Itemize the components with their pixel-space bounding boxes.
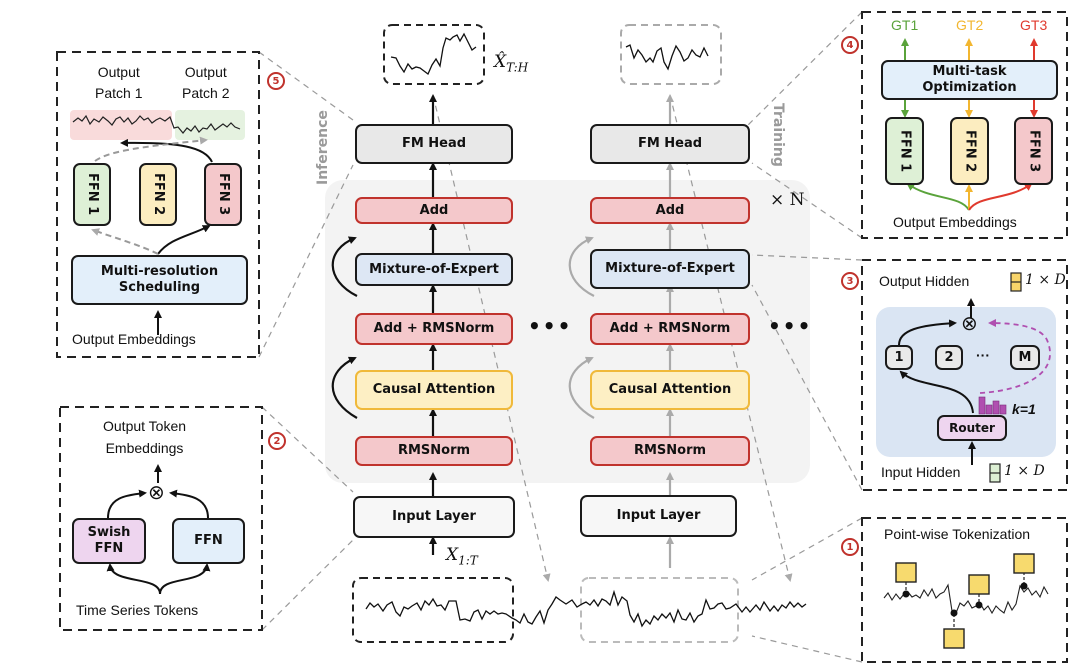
panel4-badge: 4 [841, 36, 859, 54]
multi-resolution-scheduling[interactable]: Multi-resolution Scheduling [71, 255, 248, 305]
inference-moe[interactable]: Mixture-of-Expert [355, 253, 513, 286]
training-causal-attention[interactable]: Causal Attention [590, 370, 750, 410]
gt1-label: GT1 [891, 17, 919, 33]
training-rmsnorm[interactable]: RMSNorm [590, 436, 750, 466]
inference-input-layer[interactable]: Input Layer [353, 496, 515, 538]
expert-m[interactable]: M [1010, 345, 1040, 370]
token-square [943, 628, 965, 649]
panel5-frame [56, 51, 260, 358]
patch-series [72, 114, 241, 134]
inference-label: Inference [315, 110, 331, 185]
output-hidden-dim: 1 × D [1025, 272, 1066, 288]
panel2-title: Output Token Embeddings [103, 415, 186, 459]
patch1-bg [70, 110, 172, 140]
input-series-symbol: X1:T [446, 545, 478, 567]
panel2-multiply-op: ⊗ [148, 482, 165, 504]
panel4-ffn1[interactable]: FFN 1 [885, 117, 924, 185]
token-squares [895, 553, 1035, 649]
training-output-series [625, 44, 709, 71]
patch1-label: Output Patch 1 [95, 62, 142, 104]
inference-fm-head[interactable]: FM Head [355, 124, 513, 164]
panel2-badge: 2 [268, 432, 286, 450]
input-symbol: X [446, 545, 459, 565]
output-hidden-vector-icon [1010, 272, 1022, 292]
training-fm-head[interactable]: FM Head [590, 124, 750, 164]
router[interactable]: Router [937, 415, 1007, 441]
panel4-footer: Output Embeddings [893, 214, 1017, 230]
training-input-window [580, 577, 739, 643]
swish-line2: FFN [94, 541, 124, 556]
patch2-line1: Output [184, 64, 227, 80]
panel5-badge: 5 [267, 72, 285, 90]
token-square [968, 574, 990, 595]
gt2-label: GT2 [956, 17, 984, 33]
swish-ffn[interactable]: Swish FFN [72, 518, 146, 564]
panel2-ffn[interactable]: FFN [172, 518, 245, 564]
inference-output-series [390, 32, 477, 76]
input-hidden-vector-icon [989, 463, 1001, 483]
moe-multiply-op: ⊗ [961, 313, 978, 335]
stack-ellipsis-middle: ••• [528, 314, 573, 338]
inference-input-window [352, 577, 514, 643]
panel2-footer: Time Series Tokens [76, 602, 199, 618]
training-input-layer[interactable]: Input Layer [580, 495, 737, 537]
patch2-label: Output Patch 2 [182, 62, 229, 104]
input-hidden-label: Input Hidden [881, 464, 961, 480]
input-hidden-dim: 1 × D [1004, 463, 1045, 479]
panel5-ffn3[interactable]: FFN 3 [204, 163, 242, 226]
multi-task-optimization[interactable]: Multi-task Optimization [881, 60, 1058, 100]
panel3-badge: 3 [841, 272, 859, 290]
input-subscript: 1:T [458, 553, 478, 568]
panel2-frame [59, 406, 263, 631]
training-output-window [620, 24, 722, 85]
inference-output-window [383, 24, 485, 85]
swish-line1: Swish [87, 525, 131, 541]
panel5-ffn1[interactable]: FFN 1 [73, 163, 111, 226]
training-label: Training [770, 103, 786, 167]
inference-rmsnorm[interactable]: RMSNorm [355, 436, 513, 466]
expert-2[interactable]: 2 [935, 345, 963, 370]
output-symbol: X̂ [494, 52, 507, 72]
optimizer-line1: Multi-task [932, 64, 1007, 80]
panel4-ffn2[interactable]: FFN 2 [950, 117, 989, 185]
panel4-frame [861, 11, 1068, 239]
inference-causal-attention[interactable]: Causal Attention [355, 370, 513, 410]
token-square [895, 562, 917, 583]
panel1-title: Point-wise Tokenization [884, 526, 1031, 542]
panel2-title-line2: Embeddings [105, 440, 184, 456]
scheduler-line2: Scheduling [118, 280, 201, 295]
training-moe[interactable]: Mixture-of-Expert [590, 249, 750, 289]
gt3-label: GT3 [1020, 17, 1048, 33]
top-k-label: k=1 [1012, 401, 1036, 417]
panel3-frame [861, 259, 1068, 491]
patch1-line2: Patch 1 [95, 85, 143, 101]
panel4-ffn3[interactable]: FFN 3 [1014, 117, 1053, 185]
token-square [1013, 553, 1035, 574]
panel1-frame [861, 517, 1068, 663]
panel5-footer: Output Embeddings [72, 331, 196, 347]
panel5-ffn2[interactable]: FFN 2 [139, 163, 177, 226]
patch1-line1: Output [97, 64, 140, 80]
stack-ellipsis-right: ••• [768, 314, 813, 338]
repeat-n-label: × N [770, 190, 805, 210]
inference-add-rmsnorm[interactable]: Add + RMSNorm [355, 313, 513, 345]
input-series [365, 589, 807, 628]
output-subscript: T:H [506, 60, 529, 75]
output-forecast-symbol: X̂T:H [494, 52, 528, 74]
scheduler-line1: Multi-resolution [100, 264, 219, 280]
moe-bg [876, 307, 1056, 457]
expert-ellipsis: ··· [976, 347, 990, 363]
router-histogram-icon [978, 396, 1007, 415]
optimizer-line2: Optimization [922, 80, 1017, 95]
panel2-title-line1: Output Token [103, 418, 187, 434]
output-hidden-label: Output Hidden [879, 273, 970, 289]
training-add[interactable]: Add [590, 197, 750, 224]
training-add-rmsnorm[interactable]: Add + RMSNorm [590, 313, 750, 345]
patch2-line2: Patch 2 [182, 85, 230, 101]
inference-add[interactable]: Add [355, 197, 513, 224]
panel1-badge: 1 [841, 538, 859, 556]
expert-1[interactable]: 1 [885, 345, 913, 370]
